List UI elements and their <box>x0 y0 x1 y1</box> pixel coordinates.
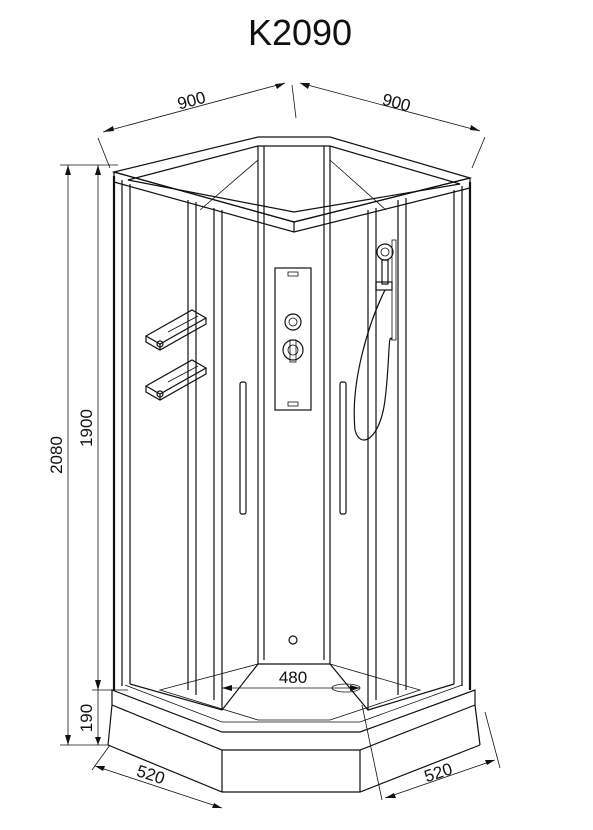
left-door-handle <box>239 381 247 515</box>
height-dimensions: 2080 1900 190 <box>47 164 128 746</box>
height-total-label: 2080 <box>47 436 66 474</box>
right-door-handle <box>339 381 347 515</box>
hand-shower <box>353 239 397 441</box>
shower-tray <box>107 663 481 793</box>
rear-column <box>199 146 387 664</box>
depth-left-label: 520 <box>134 761 167 788</box>
shelves <box>144 309 208 401</box>
height-cabin-label: 1900 <box>77 409 96 447</box>
slide-bar <box>391 239 397 341</box>
door-handles <box>239 381 347 515</box>
inner-width-label: 480 <box>279 668 307 687</box>
width-left-label: 900 <box>175 88 207 114</box>
roof-frame <box>111 136 473 233</box>
shower-holder <box>375 281 393 291</box>
lower-shelf <box>144 359 208 401</box>
model-title: K2090 <box>248 12 352 53</box>
mixer-knob-lower <box>282 339 304 361</box>
inner-width-dimension: 480 <box>222 668 360 691</box>
control-panel <box>274 267 312 411</box>
shower-head <box>376 243 394 261</box>
depth-right-label: 520 <box>422 759 455 786</box>
upper-shelf <box>144 309 208 351</box>
rear-nozzle <box>288 635 298 645</box>
height-tray-label: 190 <box>77 704 96 732</box>
width-right-label: 900 <box>380 90 412 116</box>
top-dimensions: 900 900 <box>97 82 486 169</box>
shower-hose <box>353 289 393 441</box>
cabin-frame <box>112 176 472 711</box>
mixer-knob-upper <box>284 313 302 331</box>
